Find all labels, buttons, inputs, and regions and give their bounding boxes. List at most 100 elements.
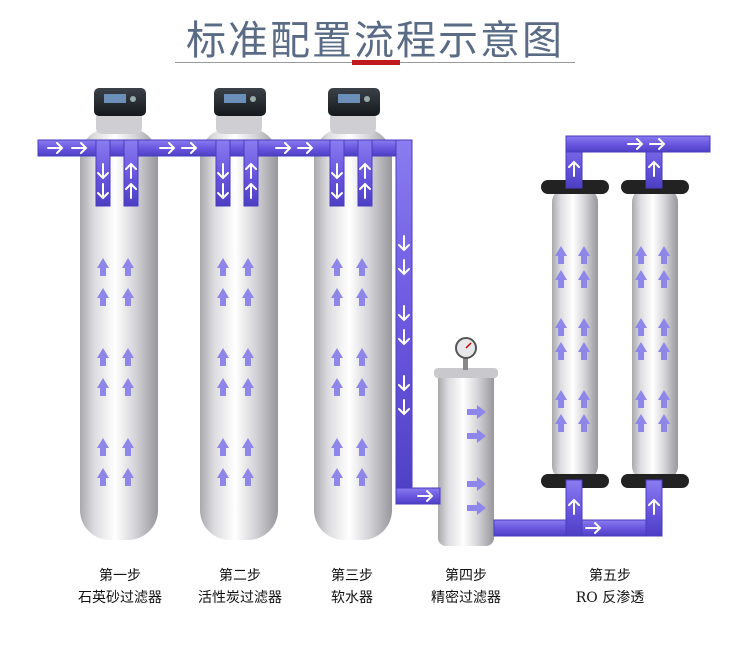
arrow-up-icon: [635, 414, 647, 432]
arrow-up-icon: [331, 468, 343, 486]
step-1-label: 第一步 石英砂过滤器: [40, 565, 200, 609]
arrow-up-icon: [635, 270, 647, 288]
control-valve-head: [94, 88, 146, 116]
arrow-up-icon: [555, 246, 567, 264]
arrow-up-icon: [242, 258, 254, 276]
arrow-down-icon: [217, 163, 229, 180]
arrow-down-icon: [331, 183, 343, 200]
arrow-right-icon: [467, 429, 486, 443]
arrow-up-icon: [242, 378, 254, 396]
arrow-right-icon: [71, 142, 88, 154]
arrow-up-icon: [658, 390, 670, 408]
ro-membrane-1: [541, 180, 609, 488]
arrow-up-icon: [122, 468, 134, 486]
arrow-up-icon: [578, 246, 590, 264]
arrow-right-icon: [649, 138, 666, 150]
arrow-down-icon: [398, 375, 410, 392]
arrow-right-icon: [585, 522, 602, 534]
step-name: RO 反渗透: [575, 590, 645, 606]
tank-activated-carbon-filter: [200, 88, 278, 540]
page-title: 标准配置流程示意图: [186, 18, 564, 64]
arrow-up-icon: [331, 378, 343, 396]
arrow-up-icon: [331, 288, 343, 306]
arrow-up-icon: [578, 342, 590, 360]
arrow-up-icon: [97, 468, 109, 486]
arrow-down-icon: [97, 183, 109, 200]
tank-quartz-sand-filter: [80, 88, 158, 540]
arrow-up-icon: [125, 182, 137, 199]
arrow-up-icon: [242, 288, 254, 306]
arrow-down-icon: [97, 163, 109, 180]
arrow-up-icon: [122, 438, 134, 456]
arrow-up-icon: [635, 342, 647, 360]
arrow-down-icon: [398, 305, 410, 322]
arrow-up-icon: [648, 498, 660, 515]
ro-membrane-2: [621, 180, 689, 488]
arrow-up-icon: [578, 390, 590, 408]
arrow-right-icon: [467, 501, 486, 515]
arrow-up-icon: [359, 182, 371, 199]
arrow-up-icon: [217, 468, 229, 486]
step-2-label: 第二步 活性炭过滤器: [160, 565, 320, 609]
arrow-up-icon: [242, 438, 254, 456]
arrow-up-icon: [578, 270, 590, 288]
step-number: 第五步: [589, 568, 631, 584]
step-name: 石英砂过滤器: [78, 590, 162, 606]
step-4-label: 第四步 精密过滤器: [386, 565, 546, 609]
arrow-up-icon: [658, 270, 670, 288]
arrow-up-icon: [97, 438, 109, 456]
control-valve-head: [214, 88, 266, 116]
arrow-up-icon: [359, 162, 371, 179]
title-accent-bar: [352, 60, 400, 65]
arrow-up-icon: [331, 348, 343, 366]
arrow-up-icon: [635, 318, 647, 336]
arrow-up-icon: [555, 390, 567, 408]
control-valve-head: [328, 88, 380, 116]
arrow-right-icon: [159, 142, 176, 154]
arrow-down-icon: [331, 163, 343, 180]
arrow-up-icon: [658, 246, 670, 264]
arrow-right-icon: [275, 142, 292, 154]
arrow-up-icon: [122, 378, 134, 396]
arrow-up-icon: [635, 246, 647, 264]
arrow-up-icon: [568, 498, 580, 515]
arrow-down-icon: [398, 235, 410, 252]
arrow-up-icon: [658, 414, 670, 432]
step-name: 精密过滤器: [431, 590, 501, 606]
arrow-up-icon: [245, 182, 257, 199]
arrow-up-icon: [122, 288, 134, 306]
step-3-label: 第三步 软水器: [272, 565, 432, 609]
arrow-up-icon: [97, 258, 109, 276]
step-name: 活性炭过滤器: [198, 590, 282, 606]
arrow-up-icon: [122, 258, 134, 276]
arrow-right-icon: [467, 477, 486, 491]
step-number: 第三步: [331, 568, 373, 584]
arrow-up-icon: [356, 378, 368, 396]
arrow-up-icon: [555, 342, 567, 360]
arrow-up-icon: [578, 318, 590, 336]
arrow-up-icon: [217, 288, 229, 306]
arrow-down-icon: [398, 329, 410, 346]
arrow-up-icon: [242, 348, 254, 366]
arrow-up-icon: [122, 348, 134, 366]
arrow-up-icon: [331, 438, 343, 456]
arrow-right-icon: [181, 142, 198, 154]
arrow-up-icon: [356, 438, 368, 456]
tank-water-softener: [314, 88, 392, 540]
arrow-down-icon: [398, 259, 410, 276]
step-5-label: 第五步 RO 反渗透: [530, 565, 690, 609]
arrow-up-icon: [97, 378, 109, 396]
arrow-up-icon: [658, 318, 670, 336]
arrow-up-icon: [97, 288, 109, 306]
arrow-up-icon: [648, 160, 660, 177]
arrow-up-icon: [555, 318, 567, 336]
step-number: 第二步: [219, 568, 261, 584]
arrow-up-icon: [356, 258, 368, 276]
arrow-up-icon: [97, 348, 109, 366]
arrow-up-icon: [356, 288, 368, 306]
pressure-gauge-icon: [455, 337, 477, 370]
arrow-up-icon: [658, 342, 670, 360]
arrow-up-icon: [217, 348, 229, 366]
arrow-up-icon: [331, 258, 343, 276]
arrow-right-icon: [47, 142, 64, 154]
